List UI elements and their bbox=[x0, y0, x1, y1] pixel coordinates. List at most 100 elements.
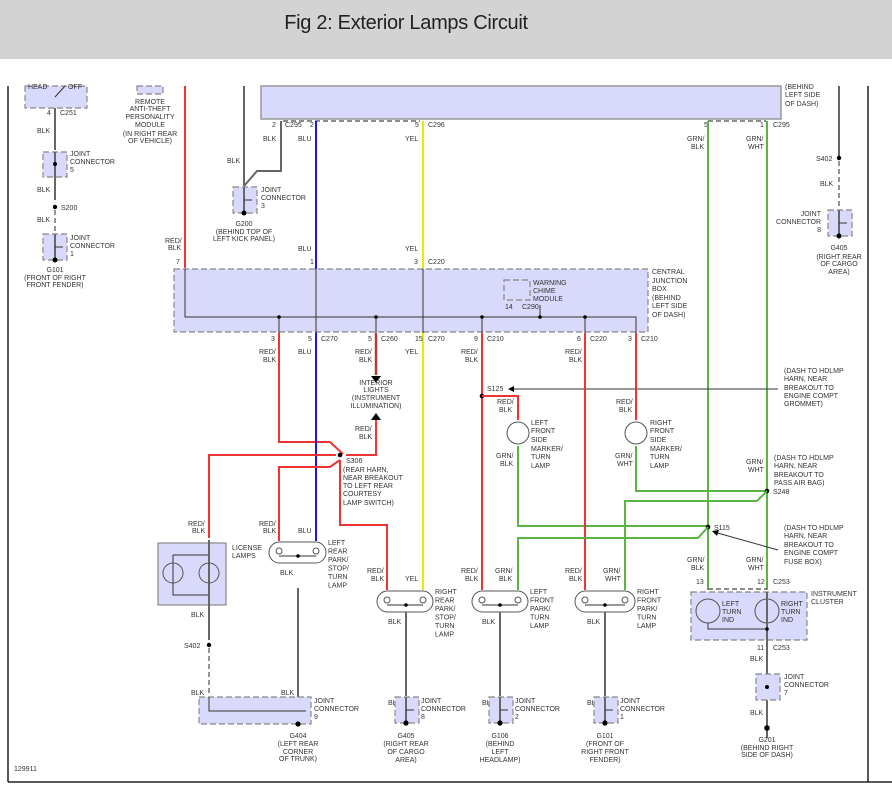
svg-text:BLK: BLK bbox=[587, 619, 601, 626]
connector-c251: C251 bbox=[60, 110, 77, 117]
svg-text:HARN, NEAR: HARN, NEAR bbox=[784, 533, 827, 540]
svg-text:8: 8 bbox=[817, 227, 821, 234]
svg-text:TO LEFT REAR: TO LEFT REAR bbox=[343, 483, 393, 490]
svg-text:GRN/: GRN/ bbox=[746, 459, 764, 466]
svg-text:G101: G101 bbox=[596, 733, 613, 740]
remote-anti-theft-module bbox=[136, 85, 164, 95]
arrow-icon bbox=[712, 530, 719, 536]
cjb-pin-1: 5 bbox=[308, 336, 312, 343]
ground-g404-label: G404 (LEFT REAR CORNER OF TRUNK) bbox=[278, 733, 319, 763]
svg-text:LAMP: LAMP bbox=[650, 463, 669, 470]
svg-text:CONNECTOR: CONNECTOR bbox=[421, 706, 466, 713]
svg-text:(BEHIND RIGHT: (BEHIND RIGHT bbox=[741, 745, 794, 752]
ground-icon bbox=[295, 721, 301, 727]
svg-text:G404: G404 bbox=[289, 733, 306, 740]
svg-text:LICENSE: LICENSE bbox=[232, 545, 262, 552]
svg-text:BLU: BLU bbox=[298, 349, 312, 356]
ground-icon bbox=[241, 210, 247, 216]
svg-text:(IN RIGHT REAR: (IN RIGHT REAR bbox=[123, 131, 177, 138]
svg-text:CONNECTOR: CONNECTOR bbox=[515, 706, 560, 713]
svg-text:7: 7 bbox=[176, 259, 180, 266]
svg-text:LEFT: LEFT bbox=[328, 540, 346, 547]
svg-text:BLK: BLK bbox=[465, 576, 479, 583]
svg-text:JOINT: JOINT bbox=[421, 698, 442, 705]
svg-text:INTERIOR: INTERIOR bbox=[359, 380, 392, 387]
svg-text:BLK: BLK bbox=[691, 565, 705, 572]
svg-text:REAR: REAR bbox=[328, 549, 347, 556]
lamp-bulb-icon bbox=[478, 596, 486, 604]
svg-text:ILLUMINATION): ILLUMINATION) bbox=[351, 403, 402, 410]
svg-text:FRONT: FRONT bbox=[531, 428, 556, 435]
svg-text:CLUSTER: CLUSTER bbox=[811, 599, 844, 606]
svg-text:BLK: BLK bbox=[750, 710, 764, 717]
svg-text:PARK/: PARK/ bbox=[435, 606, 456, 613]
svg-text:LAMP SWITCH): LAMP SWITCH) bbox=[343, 500, 394, 507]
svg-text:HARN, NEAR: HARN, NEAR bbox=[784, 376, 827, 383]
svg-text:GRN/: GRN/ bbox=[746, 136, 764, 143]
svg-text:G200: G200 bbox=[235, 221, 252, 228]
svg-text:BLK: BLK bbox=[500, 461, 514, 468]
svg-text:CONNECTOR: CONNECTOR bbox=[776, 219, 821, 226]
svg-text:COURTESY: COURTESY bbox=[343, 491, 382, 498]
svg-text:BLK: BLK bbox=[820, 181, 834, 188]
svg-text:LIGHTS: LIGHTS bbox=[363, 387, 389, 394]
svg-text:IND: IND bbox=[722, 617, 734, 624]
figure-title: Fig 2: Exterior Lamps Circuit bbox=[284, 12, 528, 34]
svg-text:TURN: TURN bbox=[722, 609, 741, 616]
cjb-pin-4: 9 bbox=[474, 336, 478, 343]
svg-text:BLK: BLK bbox=[191, 690, 205, 697]
svg-text:BLK: BLK bbox=[359, 357, 373, 364]
svg-text:STOP/: STOP/ bbox=[435, 615, 456, 622]
svg-text:12: 12 bbox=[757, 579, 765, 586]
svg-text:WHT: WHT bbox=[617, 461, 634, 468]
lamp-bulb-icon bbox=[198, 562, 220, 584]
svg-text:WHT: WHT bbox=[748, 144, 765, 151]
svg-text:9: 9 bbox=[314, 714, 318, 721]
svg-text:TURN: TURN bbox=[531, 454, 550, 461]
svg-text:8: 8 bbox=[421, 714, 425, 721]
svg-text:LEFT: LEFT bbox=[722, 601, 740, 608]
svg-text:CONNECTOR: CONNECTOR bbox=[314, 706, 359, 713]
svg-text:OF TRUNK): OF TRUNK) bbox=[279, 756, 317, 763]
svg-text:RIGHT FRONT: RIGHT FRONT bbox=[581, 749, 629, 756]
svg-text:RIGHT: RIGHT bbox=[781, 601, 804, 608]
svg-text:LAMPS: LAMPS bbox=[232, 553, 256, 560]
switch-contact bbox=[54, 85, 66, 98]
svg-text:NEAR BREAKOUT: NEAR BREAKOUT bbox=[343, 475, 404, 482]
svg-text:JOINT: JOINT bbox=[70, 235, 91, 242]
svg-text:PASS AIR BAG): PASS AIR BAG) bbox=[774, 480, 824, 487]
svg-text:(BEHIND TOP OF: (BEHIND TOP OF bbox=[216, 229, 272, 236]
svg-text:RED/: RED/ bbox=[461, 568, 478, 575]
s125-description: (DASH TO HDLMP HARN, NEAR BREAKOUT TO EN… bbox=[784, 368, 844, 408]
svg-text:LAMP: LAMP bbox=[637, 623, 656, 630]
lamp-bulb-icon bbox=[514, 596, 522, 604]
svg-text:FRONT: FRONT bbox=[637, 598, 662, 605]
arrow-up-icon bbox=[371, 413, 381, 420]
connector-c296: C296 bbox=[428, 122, 445, 129]
svg-text:BLK: BLK bbox=[499, 407, 513, 414]
svg-text:RED/: RED/ bbox=[355, 426, 372, 433]
svg-text:JOINT: JOINT bbox=[620, 698, 641, 705]
svg-text:LAMP: LAMP bbox=[531, 463, 550, 470]
svg-text:G405: G405 bbox=[830, 245, 847, 252]
svg-text:(BEHIND: (BEHIND bbox=[486, 741, 515, 748]
cjb-connector-c220: C220 bbox=[590, 336, 607, 343]
svg-text:BLK: BLK bbox=[37, 217, 51, 224]
lamp-bulb-icon bbox=[275, 547, 283, 555]
svg-text:MODULE: MODULE bbox=[533, 296, 563, 303]
svg-text:PARK/: PARK/ bbox=[637, 606, 658, 613]
svg-text:BLK: BLK bbox=[281, 690, 295, 697]
splice-s248-label: S248 bbox=[773, 489, 789, 496]
svg-text:YEL: YEL bbox=[405, 576, 418, 583]
lamp-bulb-icon bbox=[624, 421, 648, 445]
svg-text:BLU: BLU bbox=[298, 246, 312, 253]
svg-text:BLK: BLK bbox=[569, 357, 583, 364]
svg-text:3: 3 bbox=[261, 203, 265, 210]
svg-text:BLK: BLK bbox=[359, 434, 373, 441]
svg-text:13: 13 bbox=[696, 579, 704, 586]
svg-text:BLK: BLK bbox=[280, 570, 294, 577]
